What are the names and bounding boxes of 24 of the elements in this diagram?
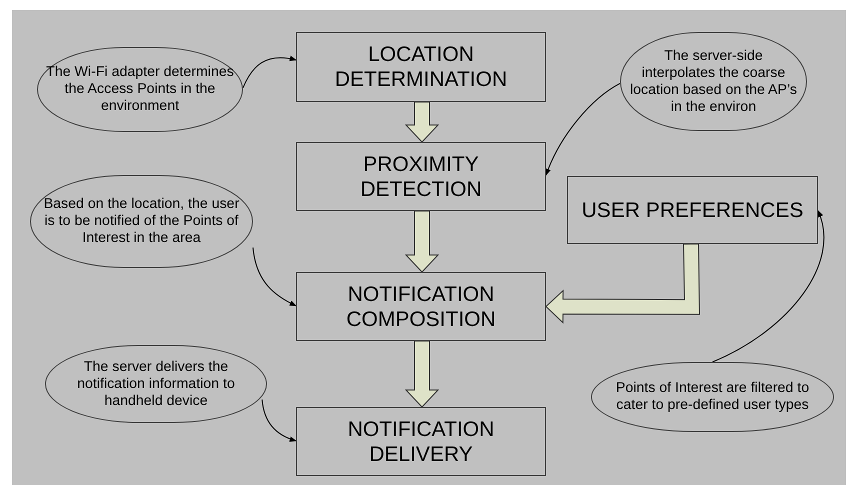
- callout-text: Points of Interest are filtered to cater to pre-defined user types: [614, 380, 810, 414]
- process-label: NOTIFICATION COMPOSITION: [345, 282, 497, 332]
- block-arrow: [404, 102, 440, 143]
- callout-text: The Wi-Fi adapter determines the Access Points in the environment: [46, 64, 234, 115]
- process-box: [296, 32, 546, 102]
- callout-text: Based on the location, the user is to be notified of the Points of Interest in the area: [42, 196, 240, 247]
- process-box: [296, 407, 546, 476]
- process-box: [567, 176, 818, 244]
- block-arrow: [404, 210, 440, 273]
- arrow: [712, 210, 824, 362]
- arrow: [252, 247, 297, 306]
- process-label: LOCATION DETERMINATION: [334, 42, 508, 92]
- process-box: [296, 142, 546, 211]
- process-box: [296, 272, 546, 341]
- process-label: PROXIMITY DETECTION: [359, 152, 483, 202]
- process-label: USER PREFERENCES: [582, 198, 804, 222]
- callout-text: The server delivers the notification information to handheld device: [76, 358, 236, 410]
- process-label: NOTIFICATION DELIVERY: [346, 416, 496, 466]
- arrow: [546, 82, 620, 176]
- block-arrow: [404, 340, 440, 408]
- callout-text: The server-side interpolates the coarse location based on the AP’s in the environ: [629, 48, 798, 116]
- arrow: [262, 399, 297, 442]
- block-arrow: [545, 243, 700, 324]
- arrow: [242, 56, 297, 88]
